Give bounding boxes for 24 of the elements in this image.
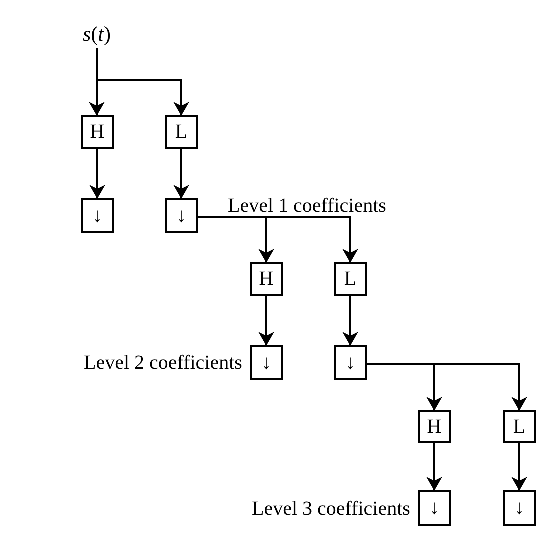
arrow bbox=[174, 149, 190, 199]
arrow bbox=[426, 443, 442, 491]
arrow bbox=[90, 149, 106, 199]
arrow bbox=[198, 216, 358, 263]
filter-box: ↓ bbox=[81, 198, 114, 233]
filter-box: ↓ bbox=[418, 490, 451, 526]
filter-box: L bbox=[503, 410, 536, 443]
filter-box: H bbox=[418, 410, 451, 443]
level-label: Level 3 coefficients bbox=[252, 498, 410, 520]
filter-box: L bbox=[165, 115, 198, 149]
arrow bbox=[342, 296, 358, 346]
filter-box: ↓ bbox=[334, 345, 367, 380]
filter-box: H bbox=[250, 262, 283, 296]
arrow bbox=[512, 443, 528, 491]
filter-box: L bbox=[334, 262, 367, 296]
level-label: Level 2 coefficients bbox=[84, 352, 242, 374]
level-label: Level 1 coefficients bbox=[228, 195, 386, 217]
arrow bbox=[258, 296, 274, 346]
filter-box: ↓ bbox=[503, 490, 536, 526]
filter-box: H bbox=[81, 115, 114, 149]
arrow bbox=[367, 364, 528, 411]
arrow bbox=[96, 48, 190, 116]
filter-box: ↓ bbox=[165, 198, 198, 233]
filter-box: ↓ bbox=[250, 345, 283, 380]
